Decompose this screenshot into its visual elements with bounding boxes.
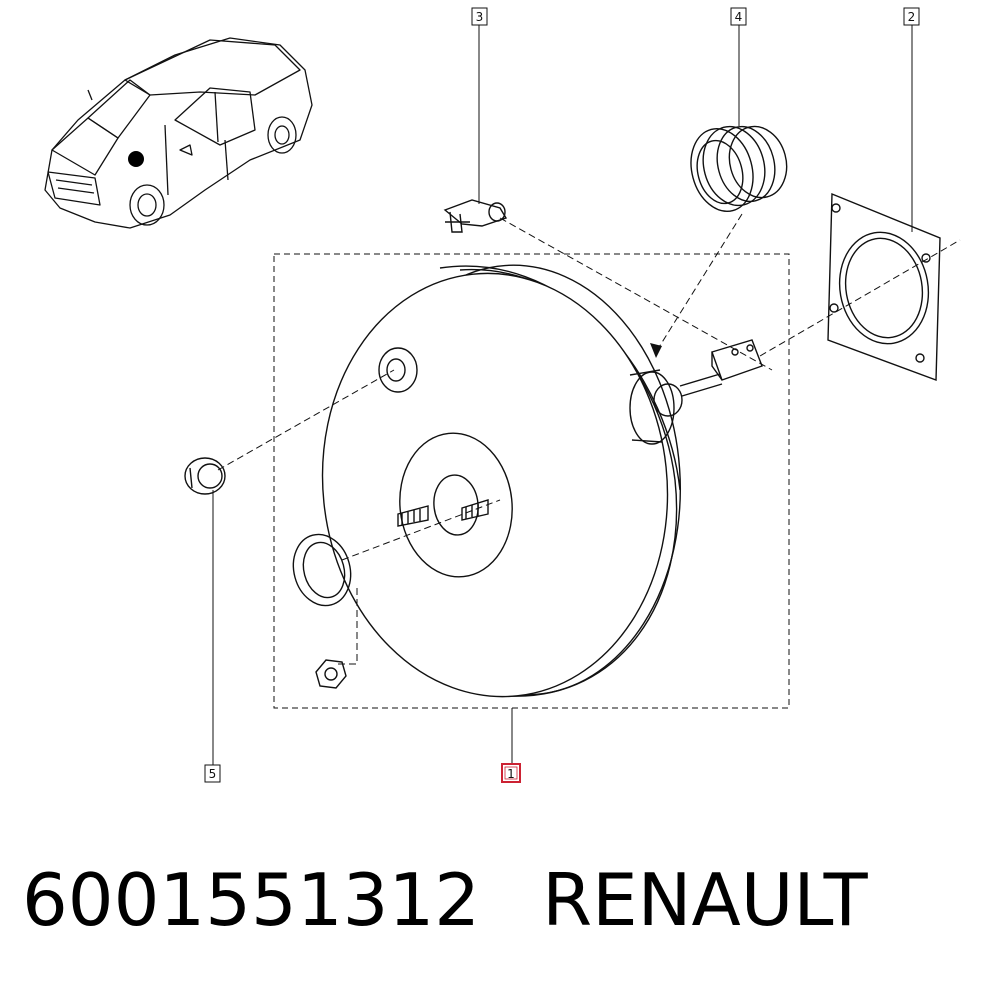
nut xyxy=(315,659,347,689)
assembly-lines xyxy=(217,213,961,665)
grommet-part-4 xyxy=(690,125,788,213)
car-location-marker xyxy=(128,151,144,167)
callout-2-label: 2 xyxy=(908,10,916,24)
callout-5: 5 xyxy=(204,764,221,783)
brake-booster xyxy=(321,264,763,698)
seal-part-5 xyxy=(184,457,226,495)
callout-4: 4 xyxy=(730,7,747,26)
callout-3-label: 3 xyxy=(476,10,484,24)
callout-5-label: 5 xyxy=(209,767,217,781)
part-number: 6001551312 xyxy=(22,858,481,942)
callout-1: 1 xyxy=(501,763,521,783)
footer-caption: 6001551312 RENAULT xyxy=(22,858,868,942)
leader-lines xyxy=(212,25,913,766)
o-ring xyxy=(292,533,352,607)
brand-name: RENAULT xyxy=(542,858,868,942)
callout-1-label: 1 xyxy=(507,767,515,781)
callout-2: 2 xyxy=(903,7,920,26)
assembly-boundary xyxy=(273,253,790,709)
callout-4-label: 4 xyxy=(735,10,743,24)
callout-3: 3 xyxy=(471,7,488,26)
car-thumbnail xyxy=(44,37,313,229)
vacuum-fitting-part-3 xyxy=(443,199,508,233)
grommet-arrowhead xyxy=(650,343,662,358)
gasket-part-2 xyxy=(827,192,941,381)
